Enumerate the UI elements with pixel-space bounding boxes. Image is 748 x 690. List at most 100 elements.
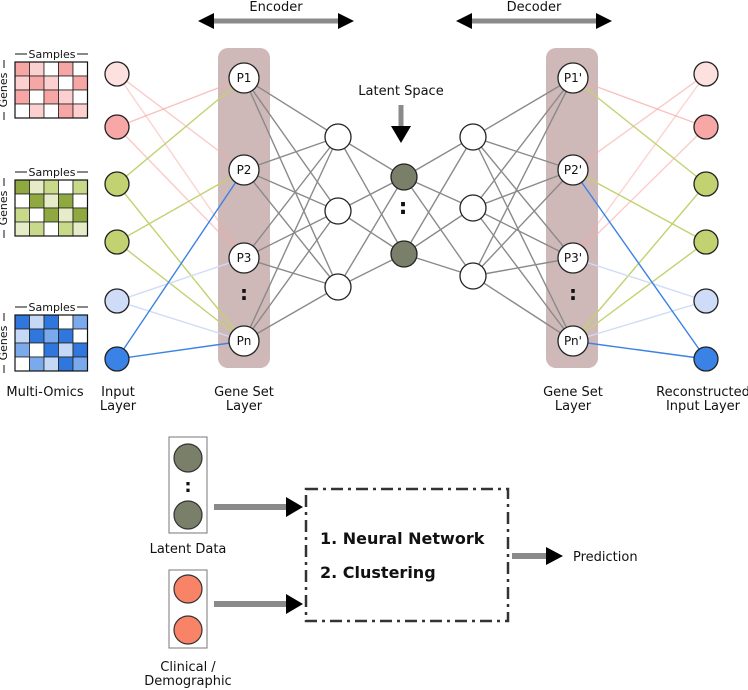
encoder-hidden-node (324, 123, 352, 151)
matrix-cell (72, 179, 88, 195)
matrix-cell (14, 314, 30, 330)
encoder-geneset-band (218, 48, 270, 368)
network-edge (572, 257, 707, 302)
method-box (304, 487, 510, 623)
genes-label: Genes (0, 72, 10, 107)
encoder-geneset-node (228, 154, 260, 186)
matrix-cell (72, 61, 88, 77)
matrix-cell (43, 342, 59, 358)
network-edge (572, 300, 707, 342)
latent-data-ellipsis: : (184, 476, 191, 497)
network-edge (243, 286, 339, 342)
network-edge (243, 136, 339, 342)
reconstructed-node (693, 171, 719, 197)
decoder-geneset-node (557, 154, 589, 186)
network-edge (116, 300, 245, 342)
matrix-cell (43, 179, 59, 195)
network-edge (572, 169, 707, 243)
network-edge (243, 77, 339, 288)
network-edge (243, 77, 339, 138)
decoder-arrow (456, 13, 612, 29)
latent-data-label: Latent Data (150, 542, 227, 557)
box-to-prediction-arrow (512, 547, 563, 565)
network-edge (116, 257, 245, 302)
network-edge (116, 340, 245, 360)
network-edge (243, 169, 339, 212)
matrix-cell (29, 221, 45, 237)
clinical-node (173, 615, 203, 645)
latent-ellipsis: : (399, 195, 408, 220)
encoder-geneset-node-label: Pn (237, 334, 252, 348)
network-edge (572, 169, 707, 360)
network-edge (337, 176, 405, 288)
matrix-cell (14, 61, 30, 77)
matrix-cell (29, 328, 45, 344)
network-edge (572, 73, 707, 171)
matrix-cell (14, 89, 30, 105)
matrix-cell (14, 342, 30, 358)
encoder-hidden-node (324, 273, 352, 301)
network-edge (472, 257, 574, 277)
latent-to-box-arrow (214, 497, 303, 517)
decoder-geneset-ellipsis: : (569, 281, 577, 305)
encoder-label: Encoder (249, 0, 303, 15)
matrix-cell (43, 61, 59, 77)
samples-label: Samples (29, 301, 76, 314)
network-edge (403, 136, 474, 255)
matrix-cell (72, 342, 88, 358)
network-edge (403, 207, 474, 255)
reconstructed-node (693, 114, 719, 140)
clinical-label: Clinical /Demographic (144, 660, 231, 689)
matrix-cell (29, 342, 45, 358)
encoder-geneset-node (228, 242, 260, 274)
matrix-cell (43, 103, 59, 119)
network-edge (243, 136, 339, 259)
network-edge (572, 77, 707, 128)
reconstructed-node (693, 288, 719, 314)
matrix-cell (58, 314, 74, 330)
matrix-cell (14, 75, 30, 91)
encoder-arrow (198, 13, 354, 29)
network-edge (472, 77, 574, 277)
network-edge (116, 169, 245, 360)
network-edge (243, 210, 339, 259)
matrix-cell (58, 328, 74, 344)
matrix-cell (72, 356, 88, 372)
decoder-geneset-node-label: P1' (564, 71, 582, 85)
reconstructed-node (693, 346, 719, 372)
latent-node (390, 163, 418, 191)
matrix-cell (14, 356, 30, 372)
matrix-cell (58, 193, 74, 209)
input-node (104, 171, 130, 197)
network-edge (472, 77, 574, 209)
decoder-geneset-node (557, 62, 589, 94)
encoder-geneset-ellipsis: : (240, 281, 248, 305)
matrix-cell (58, 356, 74, 372)
matrix-cell (72, 89, 88, 105)
encoder-geneset-node (228, 62, 260, 94)
matrix-cell (29, 75, 45, 91)
latent-space-label: Latent Space (358, 84, 443, 99)
network-edge (116, 183, 245, 342)
network-edge (243, 136, 339, 171)
matrix-cell (43, 328, 59, 344)
network-edge (572, 77, 707, 185)
decoder-geneset-node-label: P2' (564, 163, 582, 177)
matrix-blue (14, 314, 89, 372)
encoder-geneset-node-label: P1 (237, 71, 252, 85)
matrix-cell (58, 103, 74, 119)
matrix-cell (58, 89, 74, 105)
matrix-cell (58, 221, 74, 237)
matrix-cell (58, 75, 74, 91)
network-edge (472, 136, 574, 342)
decoder-geneset-node-label: P3' (564, 251, 582, 265)
network-edge (572, 241, 707, 342)
matrix-cell (72, 103, 88, 119)
decoder-label: Decoder (507, 0, 562, 15)
matrix-cell (58, 179, 74, 195)
network-edge (572, 183, 707, 342)
input-node (104, 229, 130, 255)
